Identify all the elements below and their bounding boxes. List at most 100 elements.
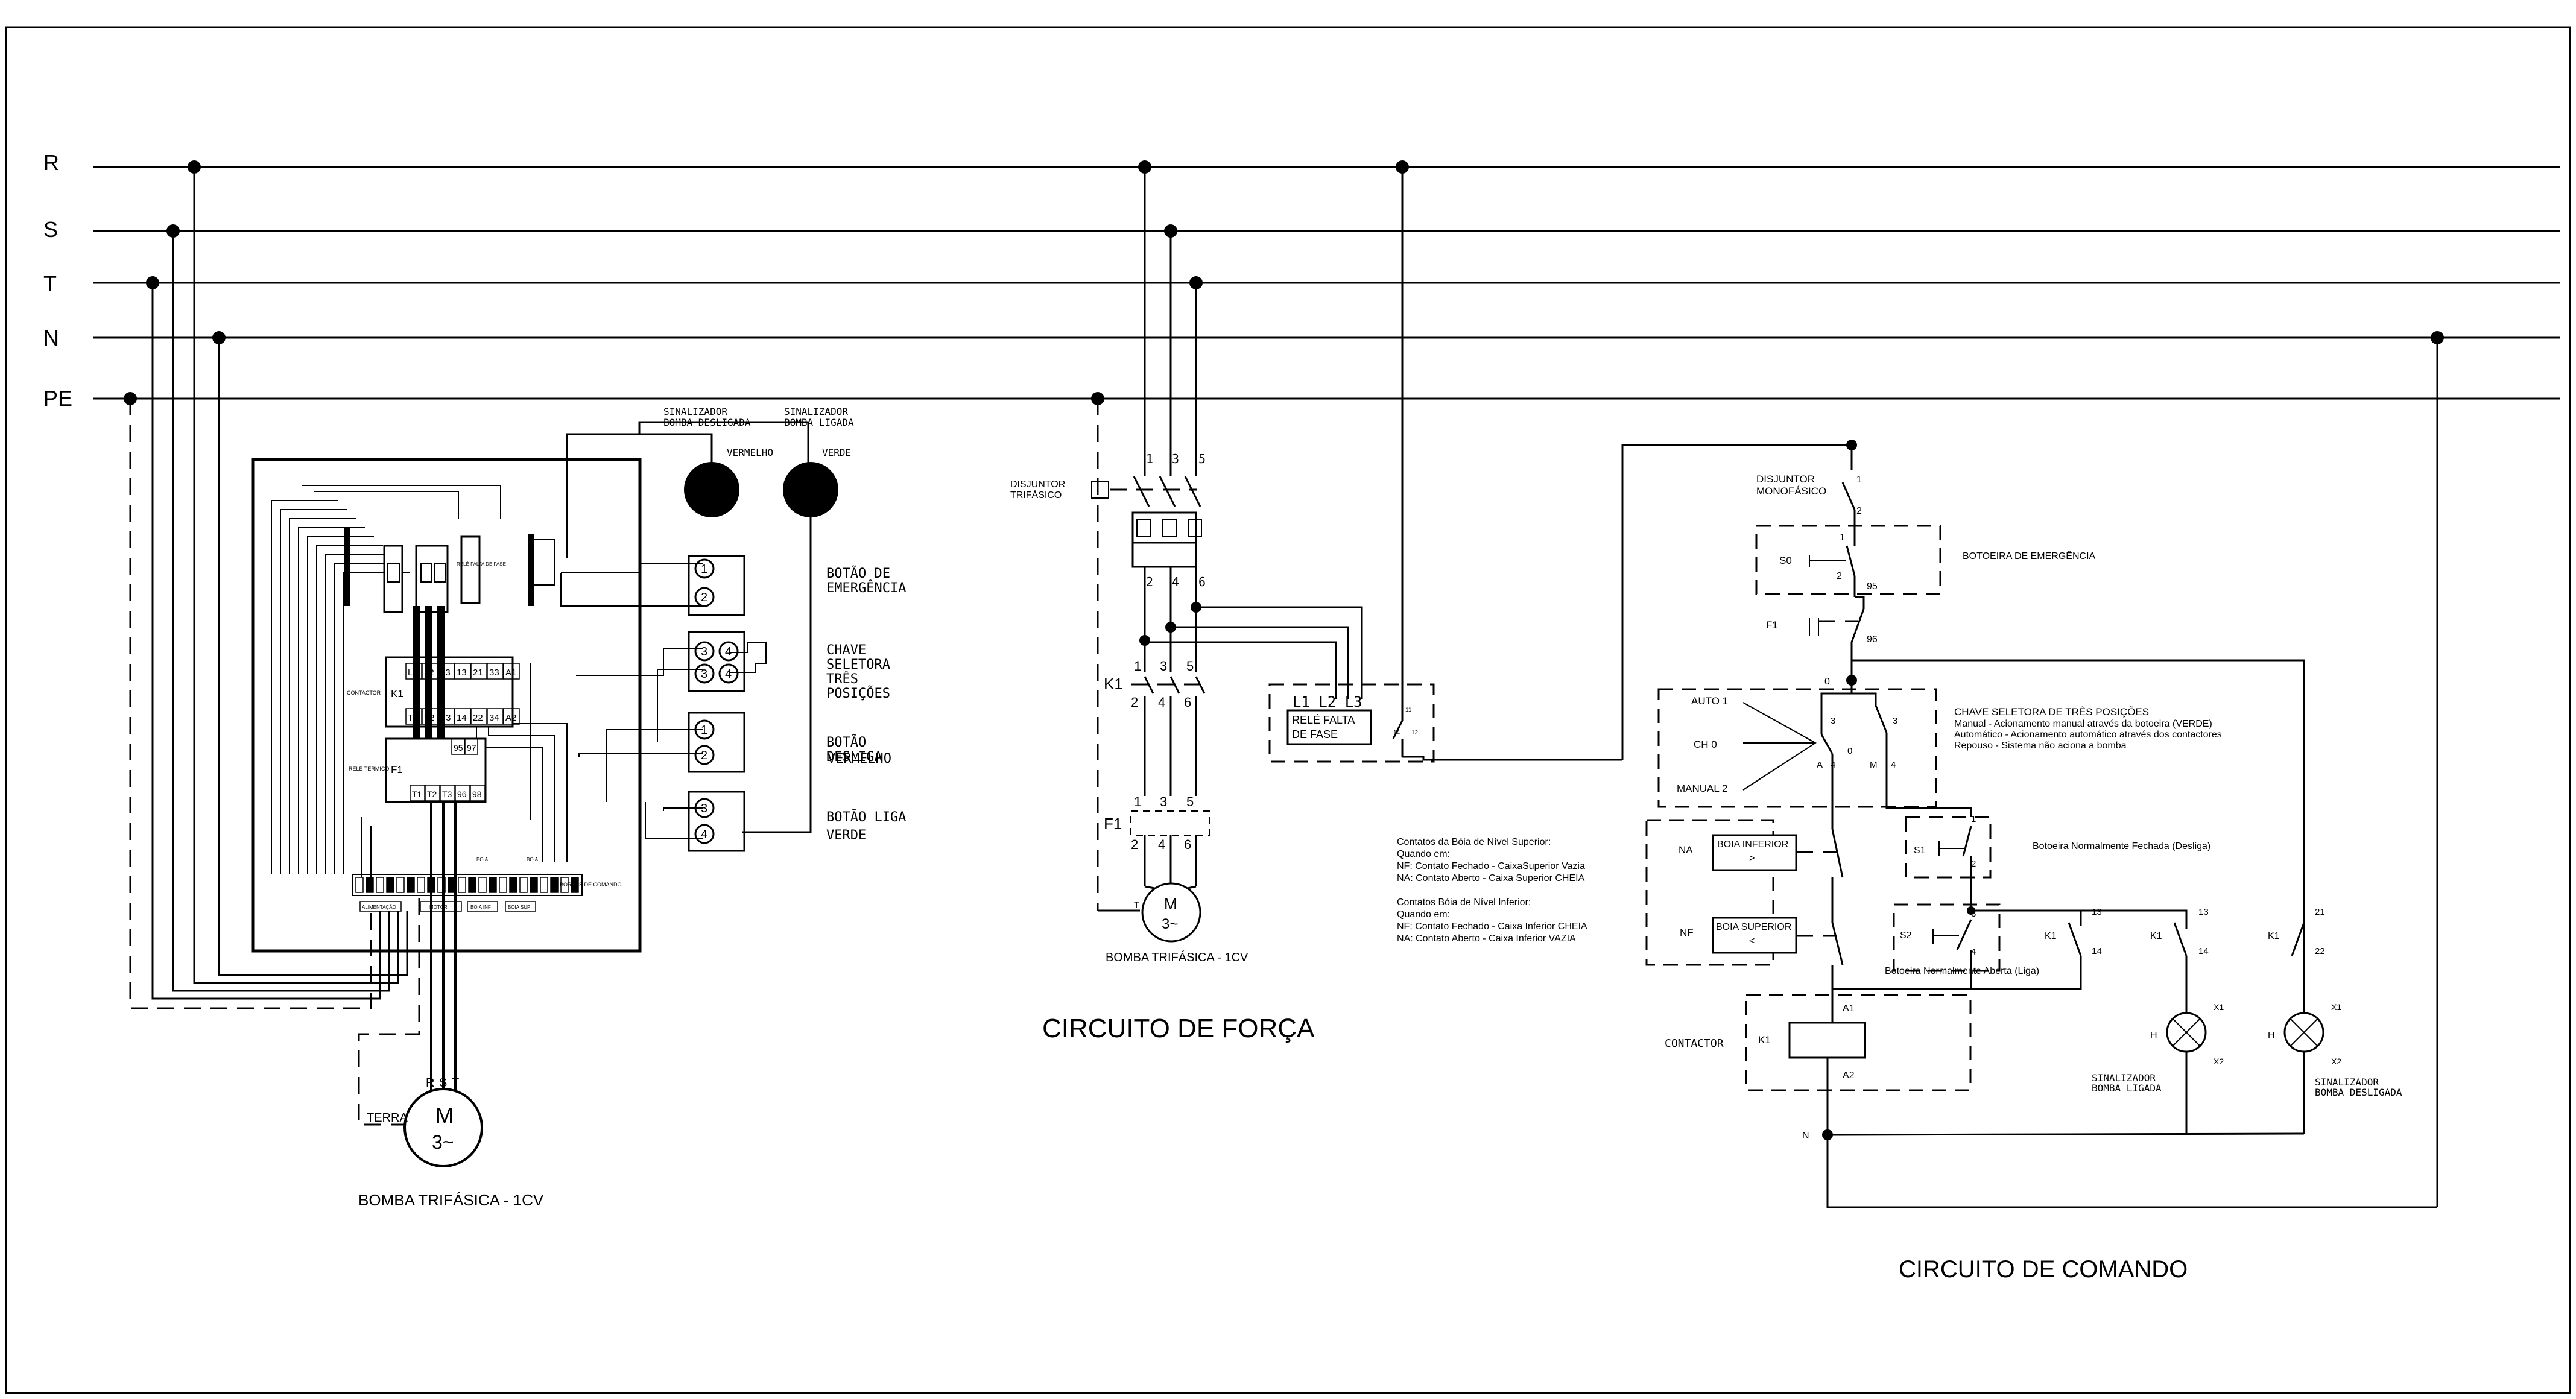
cmd-s2: S2: [1900, 930, 1912, 941]
lamp-vermelho-label: VERMELHO: [727, 447, 773, 458]
forca-f1: F1: [1104, 815, 1122, 833]
terminal-cell: [470, 785, 486, 801]
terminal-block-cell: [407, 877, 415, 893]
terminal-cell: [405, 663, 422, 680]
cmd-chave-line-1: Automático - Acionamento automático atra…: [1954, 730, 2222, 740]
cmd-n96: 96: [1867, 634, 1878, 645]
terminal-block-cell: [478, 877, 487, 893]
forca-contact-14: 14: [1393, 730, 1400, 736]
cmd-boia-box: [1645, 819, 1774, 966]
terminal-block-cell: [519, 877, 528, 893]
terminal-label: A1: [505, 668, 516, 678]
terminal-cell: [451, 738, 465, 755]
terminal-cell: [438, 708, 455, 725]
cmd-chave-line-0: Manual - Acionamento manual através da b…: [1954, 719, 2212, 729]
note-sup-0: Contatos da Bóia de Nível Superior:: [1397, 837, 1551, 847]
cmd-boia-sup-sym: <: [1749, 936, 1755, 946]
forca-rele-falta-box: [1268, 683, 1435, 763]
forca-k1-4: 4: [1158, 695, 1165, 710]
cmd-s0-2: 2: [1837, 571, 1842, 581]
terminal-cell: [487, 663, 504, 680]
panel-thermal-relay: [385, 737, 487, 803]
forca-mid-4: 4: [1172, 575, 1179, 589]
boia-label-1: BOIA: [476, 857, 489, 862]
tb-group-boia-sup: BOIA SUP: [508, 905, 530, 910]
terminal-block-cell: [499, 877, 507, 893]
chave-seletora-block: [688, 631, 745, 692]
borne-label: BORNES DE COMANDO: [560, 882, 622, 888]
cmd-botoeira-emerg: BOTOEIRA DE EMERGÊNCIA: [1963, 550, 2096, 561]
note-inf-3: NA: Contato Aberto - Caixa Inferior VAZI…: [1397, 933, 1576, 944]
terminal-number: 4: [725, 645, 732, 658]
cmd-sel-3b: 3: [1893, 716, 1897, 726]
terminal-block-cell: [355, 877, 364, 893]
terminal-cell: [410, 785, 425, 801]
cmd-a1: A1: [1843, 1003, 1855, 1014]
forca-k1-5: 5: [1186, 658, 1194, 674]
terminal-label: 97: [467, 743, 476, 753]
cmd-chave-line-2: Repouso - Sistema não aciona a bomba: [1954, 741, 2127, 751]
cmd-manual: MANUAL 2: [1677, 783, 1727, 794]
terminal-circle: [694, 745, 715, 765]
terminal-label: L3: [440, 668, 451, 678]
forca-top-1: 1: [1146, 452, 1153, 466]
panel-rele-f1: F1: [391, 764, 403, 775]
terminal-number: 4: [701, 828, 707, 841]
sheet-border: [5, 26, 2571, 1394]
note-sup-1: Quando em:: [1397, 849, 1450, 859]
terminal-number: 1: [701, 724, 707, 737]
cmd-sel-4b: 4: [1891, 760, 1896, 770]
bus-label-r: R: [43, 150, 59, 175]
terminal-block-cell: [458, 877, 466, 893]
cmd-title: CIRCUITO DE COMANDO: [1899, 1256, 2188, 1283]
panel-motor-m: M: [435, 1103, 454, 1128]
terminal-label: 22: [473, 713, 483, 723]
terminal-label: T2: [427, 789, 437, 799]
forca-contact-12: 12: [1411, 730, 1419, 736]
cmd-s1-desc: Botoeira Normalmente Fechada (Desliga): [2033, 841, 2210, 851]
terminal-cell: [487, 708, 504, 725]
terminal-label: 98: [472, 789, 482, 799]
terminal-number: 3: [701, 668, 707, 681]
forca-k1-1: 1: [1134, 658, 1141, 674]
forca-k1-6: 6: [1184, 695, 1191, 710]
forca-f1-1: 1: [1134, 794, 1141, 809]
cmd-nf: NF: [1680, 927, 1694, 938]
cmd-k1a: K1: [2045, 931, 2057, 941]
panel-rele-falta: RELÉ FALTA DE FASE: [457, 561, 506, 567]
terminal-cell: [455, 785, 470, 801]
forca-f1-4: 4: [1158, 837, 1165, 852]
cmd-coil-k1: K1: [1758, 1034, 1771, 1046]
panel-motor-t: T: [452, 1076, 459, 1090]
boia-notes: Contatos da Bóia de Nível Superior: Quan…: [1397, 837, 1587, 944]
cmd-k1a-13: 13: [2092, 907, 2102, 917]
forca-motor: [1141, 882, 1201, 943]
btn-desliga-color: VERMELHO: [828, 751, 891, 766]
terminal-number: 1: [701, 563, 707, 576]
terminal-label: 14: [457, 713, 467, 723]
terminal-number: 3: [701, 645, 707, 658]
forca-f1-3: 3: [1160, 794, 1167, 809]
terminal-cell: [503, 663, 520, 680]
terminal-label: T2: [424, 713, 435, 723]
cmd-s1-1: 1: [1971, 814, 1976, 824]
forca-bomba-label: BOMBA TRIFÁSICA - 1CV: [1106, 950, 1248, 964]
forca-f1-5: 5: [1186, 794, 1194, 809]
terminal-block-cell: [396, 877, 405, 893]
tb-group-alimentacao: ALIMENTAÇÃO: [362, 905, 396, 910]
terminal-label: T1: [408, 713, 419, 723]
forca-f1-2: 2: [1131, 837, 1138, 852]
cmd-k1b-14: 14: [2198, 946, 2209, 956]
terminal-label: 34: [489, 713, 499, 723]
cmd-s1: S1: [1914, 845, 1926, 856]
cmd-n-label: N: [1802, 1131, 1809, 1141]
forca-rele-l: L1 L2 L3: [1293, 693, 1362, 710]
